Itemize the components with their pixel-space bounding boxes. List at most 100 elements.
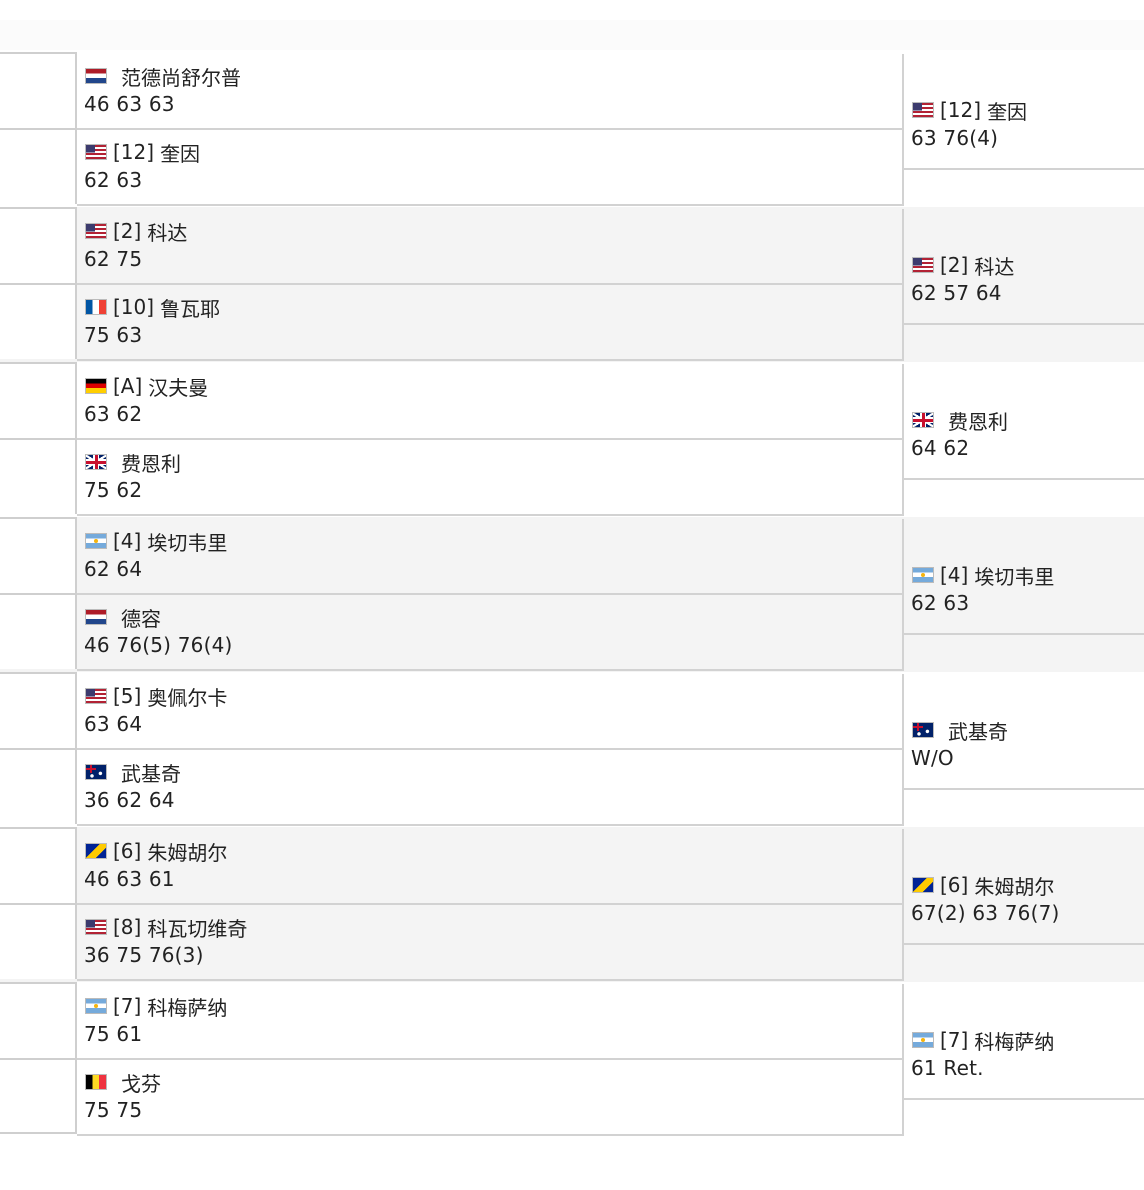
prev-round-slot — [0, 1058, 77, 1134]
player-name-line[interactable]: [7]科梅萨纳 — [912, 1026, 1054, 1054]
ar-flag-icon — [912, 567, 934, 583]
player-name-line[interactable]: [6]朱姆胡尔 — [912, 871, 1054, 899]
us-flag-icon — [85, 223, 107, 239]
player-name-line[interactable]: [4]埃切韦里 — [912, 561, 1054, 589]
player-name[interactable]: 科梅萨纳 — [974, 1029, 1055, 1054]
player-name[interactable]: 范德尚舒尔普 — [121, 65, 241, 90]
player-name[interactable]: 武基奇 — [121, 761, 181, 786]
prev-round-slot — [0, 827, 77, 903]
us-flag-icon — [85, 144, 107, 160]
seed-label: [2] — [113, 219, 142, 243]
prev-round-slot — [0, 207, 77, 283]
us-flag-icon — [85, 688, 107, 704]
player-name-line[interactable]: 范德尚舒尔普 — [85, 62, 241, 90]
player-name[interactable]: 奎因 — [160, 141, 201, 166]
player-name-line[interactable]: [4]埃切韦里 — [85, 527, 227, 555]
prev-round-slot — [0, 52, 77, 128]
player-name-line[interactable]: [7]科梅萨纳 — [85, 992, 227, 1020]
match-score: 67(2) 63 76(7) — [911, 901, 1060, 925]
player-name-line[interactable]: 费恩利 — [912, 406, 1008, 434]
player-name-line[interactable]: 德容 — [85, 603, 161, 631]
us-flag-icon — [912, 102, 934, 118]
player-name[interactable]: 科达 — [974, 254, 1015, 279]
player-name[interactable]: 朱姆胡尔 — [974, 874, 1055, 899]
seed-label: [12] — [113, 140, 155, 164]
player-name-line[interactable]: [5]奥佩尔卡 — [85, 682, 227, 710]
player-name[interactable]: 费恩利 — [948, 409, 1008, 434]
player-name[interactable]: 德容 — [121, 606, 161, 631]
player-name-line[interactable]: [6]朱姆胡尔 — [85, 837, 227, 865]
prev-round-slot — [0, 438, 77, 514]
au-flag-icon — [85, 764, 107, 780]
player-name-line[interactable]: [12]奎因 — [85, 138, 200, 166]
player-name[interactable]: 埃切韦里 — [147, 530, 228, 555]
match-score: 63 62 — [84, 402, 143, 426]
ar-flag-icon — [85, 998, 107, 1014]
match-score: 62 75 — [84, 247, 143, 271]
ar-flag-icon — [85, 533, 107, 549]
seed-label: [8] — [113, 915, 142, 939]
player-name-line[interactable]: [10]鲁瓦耶 — [85, 293, 220, 321]
seed-label: [A] — [113, 374, 143, 398]
match-score: 64 62 — [911, 436, 970, 460]
player-name-line[interactable]: 戈芬 — [85, 1068, 161, 1096]
player-name-line[interactable]: [2]科达 — [85, 217, 187, 245]
player-name-line[interactable]: 武基奇 — [912, 716, 1008, 744]
match-score: 75 62 — [84, 478, 143, 502]
nl-flag-icon — [85, 609, 107, 625]
player-name[interactable]: 鲁瓦耶 — [160, 296, 221, 321]
match-score: 63 64 — [84, 712, 143, 736]
player-name[interactable]: 埃切韦里 — [974, 564, 1055, 589]
match-score: 46 63 63 — [84, 92, 175, 116]
prev-round-slot — [0, 903, 77, 979]
player-name[interactable]: 武基奇 — [948, 719, 1008, 744]
player-name-line[interactable]: [2]科达 — [912, 251, 1014, 279]
match-score: 62 57 64 — [911, 281, 1002, 305]
gb-flag-icon — [85, 454, 107, 470]
player-name-line[interactable]: [8]科瓦切维奇 — [85, 913, 247, 941]
player-name-line[interactable]: [12]奎因 — [912, 96, 1027, 124]
player-name[interactable]: 汉夫曼 — [148, 375, 209, 400]
prev-round-slot — [0, 517, 77, 593]
player-name-line[interactable]: 费恩利 — [85, 448, 181, 476]
player-name[interactable]: 奥佩尔卡 — [147, 685, 228, 710]
player-name-line[interactable]: [A]汉夫曼 — [85, 372, 208, 400]
player-name-line[interactable]: 武基奇 — [85, 758, 181, 786]
player-name[interactable]: 朱姆胡尔 — [147, 840, 228, 865]
match-score: 62 64 — [84, 557, 143, 581]
player-name[interactable]: 科达 — [147, 220, 188, 245]
seed-label: [5] — [113, 684, 142, 708]
player-name[interactable]: 奎因 — [987, 99, 1028, 124]
player-name[interactable]: 科梅萨纳 — [147, 995, 228, 1020]
prev-round-slot — [0, 362, 77, 438]
ba-flag-icon — [912, 877, 934, 893]
prev-round-slot — [0, 128, 77, 204]
player-name[interactable]: 戈芬 — [121, 1071, 161, 1096]
player-name[interactable]: 科瓦切维奇 — [147, 916, 248, 941]
ar-flag-icon — [912, 1032, 934, 1048]
seed-label: [10] — [113, 295, 155, 319]
match-score: W/O — [911, 746, 954, 770]
player-name[interactable]: 费恩利 — [121, 451, 181, 476]
